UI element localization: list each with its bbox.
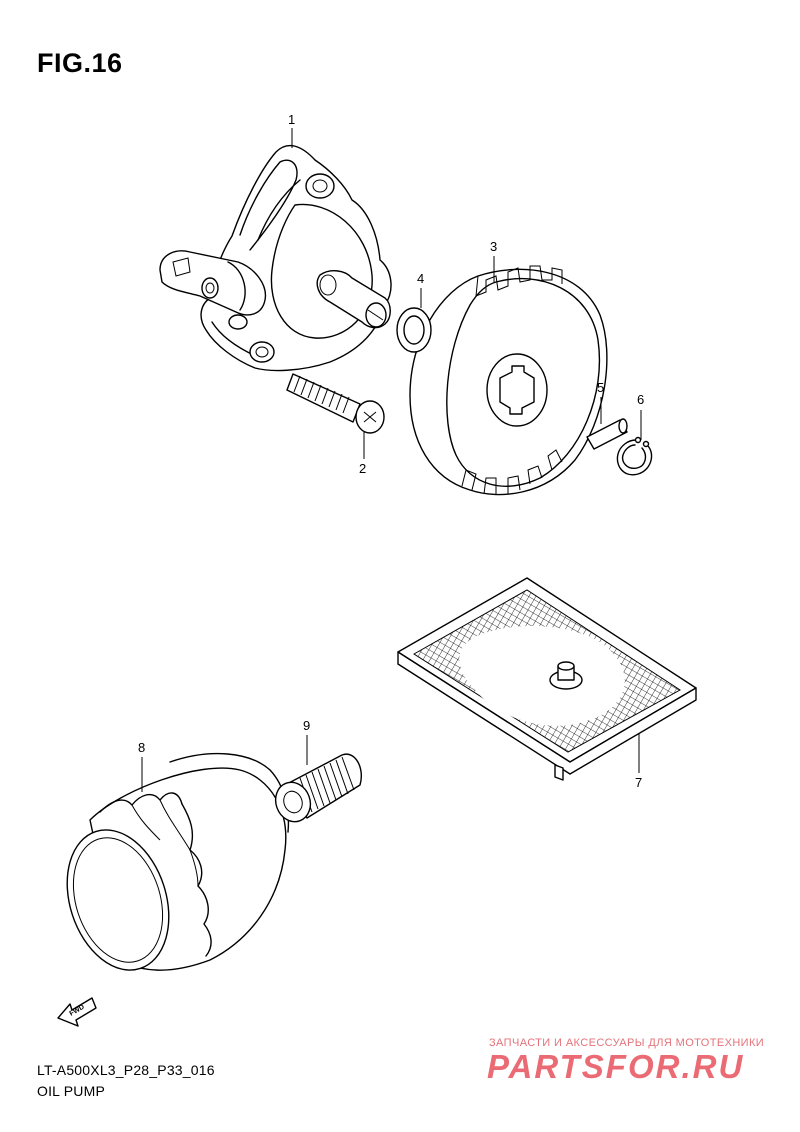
driven-gear-part[interactable] bbox=[409, 265, 608, 496]
callout-8: 8 bbox=[138, 740, 145, 755]
oil-pump-body-part[interactable] bbox=[159, 144, 392, 372]
callout-4: 4 bbox=[417, 271, 424, 286]
callout-9: 9 bbox=[303, 718, 310, 733]
forward-arrow-icon: FWD bbox=[57, 997, 97, 1027]
circlip-part[interactable] bbox=[616, 436, 653, 476]
callout-7: 7 bbox=[635, 775, 642, 790]
callout-2: 2 bbox=[359, 461, 366, 476]
screw-part[interactable] bbox=[286, 373, 385, 434]
figure-title: FIG.16 bbox=[37, 48, 123, 78]
watermark-brand: PARTSFOR.RU bbox=[487, 1048, 745, 1085]
oil-filter-part[interactable] bbox=[50, 752, 290, 984]
oil-strainer-part[interactable] bbox=[397, 577, 697, 781]
watermark-tagline: ЗАПЧАСТИ И АКСЕССУАРЫ ДЛЯ МОТОТЕХНИКИ bbox=[489, 1037, 765, 1049]
callout-6: 6 bbox=[637, 392, 644, 407]
drawing-code: LT-A500XL3_P28_P33_016 bbox=[37, 1062, 215, 1078]
callout-1: 1 bbox=[288, 112, 295, 127]
washer-part[interactable] bbox=[396, 307, 432, 353]
callout-3: 3 bbox=[490, 239, 497, 254]
figure-caption: OIL PUMP bbox=[37, 1083, 105, 1099]
callout-5: 5 bbox=[597, 380, 604, 395]
pin-part[interactable] bbox=[586, 418, 628, 450]
union-fitting-part[interactable] bbox=[270, 753, 362, 826]
